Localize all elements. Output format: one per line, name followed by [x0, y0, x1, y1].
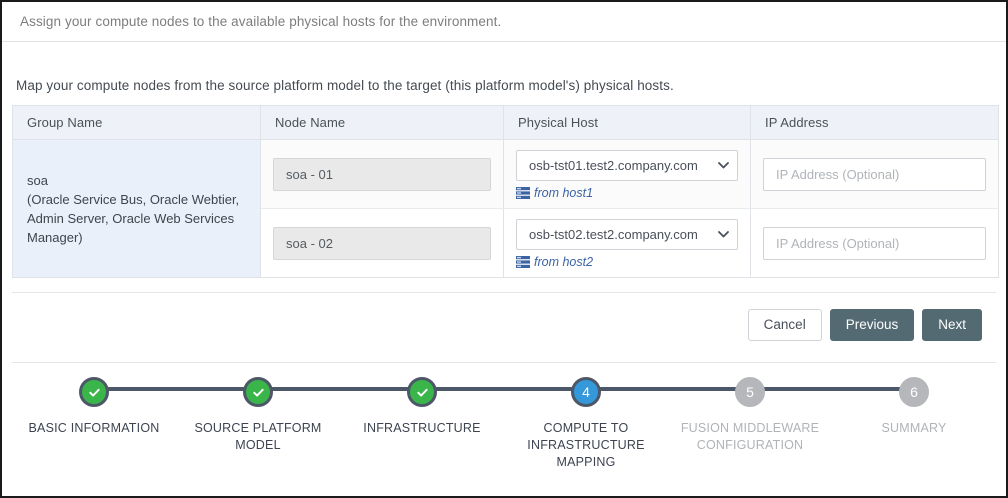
- table-row: soa - 02 osb-tst02.test2.company.com: [13, 208, 999, 278]
- step-circle-1[interactable]: [79, 377, 109, 407]
- stepper-step-basic-information[interactable]: BASIC INFORMATION: [12, 377, 176, 471]
- next-button[interactable]: Next: [922, 309, 982, 341]
- step-label-3: INFRASTRUCTURE: [363, 421, 481, 435]
- ip-address-cell: [750, 208, 999, 278]
- ip-address-input[interactable]: [763, 157, 986, 191]
- physical-host-select[interactable]: osb-tst01.test2.company.com: [516, 150, 738, 181]
- column-header-group-name: Group Name: [12, 105, 261, 140]
- stepper-steps: BASIC INFORMATION SOURCE PLATFORM MODEL …: [12, 377, 996, 471]
- physical-host-cell: osb-tst02.test2.company.com: [503, 208, 751, 278]
- step-label-6: SUMMARY: [881, 421, 947, 435]
- group-description: (Oracle Service Bus, Oracle Webtier, Adm…: [27, 191, 240, 245]
- step-label-2: SOURCE PLATFORM MODEL: [194, 421, 322, 452]
- server-rack-icon: [516, 187, 530, 199]
- from-host-label: from host2: [534, 255, 594, 269]
- table-row: soa (Oracle Service Bus, Oracle Webtier,…: [12, 139, 999, 278]
- physical-host-select-wrap: osb-tst01.test2.company.com: [516, 150, 738, 181]
- physical-host-select[interactable]: osb-tst02.test2.company.com: [516, 219, 738, 250]
- main-content: Map your compute nodes from the source p…: [2, 42, 1006, 473]
- step-label-4: COMPUTE TO INFRASTRUCTURE MAPPING: [527, 421, 645, 469]
- from-host-label: from host1: [534, 186, 594, 200]
- ip-address-cell: [750, 139, 999, 209]
- step-label-5: FUSION MIDDLEWARE CONFIGURATION: [680, 421, 820, 452]
- stepper-connector-line: [99, 387, 907, 391]
- step-circle-4[interactable]: 4: [571, 377, 601, 407]
- step-circle-6[interactable]: 6: [899, 377, 929, 407]
- previous-button[interactable]: Previous: [829, 309, 915, 341]
- stepper-step-compute-to-infrastructure-mapping[interactable]: 4 COMPUTE TO INFRASTRUCTURE MAPPING: [504, 377, 668, 471]
- node-name-input[interactable]: soa - 01: [273, 157, 491, 191]
- ip-address-input[interactable]: [763, 226, 986, 260]
- server-rack-icon: [516, 256, 530, 268]
- column-header-ip-address: IP Address: [750, 105, 999, 140]
- stepper-step-source-platform-model[interactable]: SOURCE PLATFORM MODEL: [176, 377, 340, 471]
- group-name-cell: soa (Oracle Service Bus, Oracle Webtier,…: [12, 139, 261, 278]
- page-instruction-text: Assign your compute nodes to the availab…: [20, 14, 502, 29]
- action-button-row: Cancel Previous Next: [12, 293, 996, 341]
- node-name-cell: soa - 01: [260, 139, 504, 209]
- mapping-intro-text: Map your compute nodes from the source p…: [16, 78, 674, 93]
- cancel-button[interactable]: Cancel: [747, 309, 822, 341]
- step-label-1: BASIC INFORMATION: [28, 421, 160, 435]
- stepper-step-infrastructure[interactable]: INFRASTRUCTURE: [340, 377, 504, 471]
- check-icon: [416, 388, 428, 397]
- node-name-input[interactable]: soa - 02: [273, 226, 491, 260]
- step-circle-2[interactable]: [243, 377, 273, 407]
- check-icon: [88, 388, 100, 397]
- compute-mapping-table: Group Name Node Name Physical Host IP Ad…: [12, 105, 999, 278]
- step-circle-3[interactable]: [407, 377, 437, 407]
- check-icon: [252, 388, 264, 397]
- wizard-stepper: BASIC INFORMATION SOURCE PLATFORM MODEL …: [12, 363, 996, 473]
- physical-host-select-wrap: osb-tst02.test2.company.com: [516, 219, 738, 250]
- step-circle-5[interactable]: 5: [735, 377, 765, 407]
- stepper-step-fusion-middleware-configuration[interactable]: 5 FUSION MIDDLEWARE CONFIGURATION: [668, 377, 832, 471]
- column-header-node-name: Node Name: [260, 105, 504, 140]
- physical-host-cell: osb-tst01.test2.company.com: [503, 139, 751, 209]
- stepper-step-summary[interactable]: 6 SUMMARY: [832, 377, 996, 471]
- page-instruction-bar: Assign your compute nodes to the availab…: [2, 2, 1006, 42]
- group-name-value: soa: [27, 172, 48, 188]
- node-name-cell: soa - 02: [260, 208, 504, 278]
- table-header-row: Group Name Node Name Physical Host IP Ad…: [12, 105, 999, 140]
- column-header-physical-host: Physical Host: [503, 105, 751, 140]
- from-host-link-row[interactable]: from host1: [516, 186, 738, 200]
- divider-above-actions: [12, 292, 996, 293]
- divider-above-stepper: [12, 362, 996, 363]
- from-host-link-row[interactable]: from host2: [516, 255, 738, 269]
